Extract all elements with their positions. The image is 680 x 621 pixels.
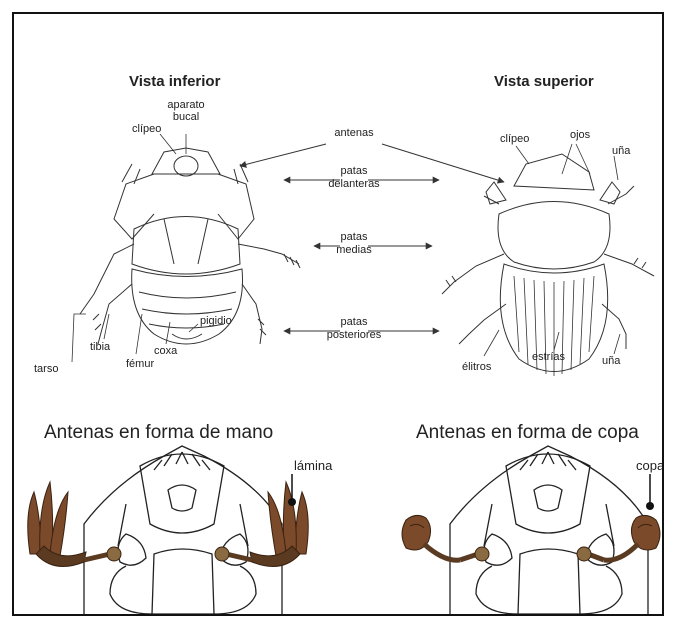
label-patas-posteriores-2: posteriores bbox=[327, 329, 382, 341]
head-mano-illustration bbox=[84, 446, 282, 614]
label-clipeo-right: clípeo bbox=[500, 133, 529, 145]
antenna-copa-left bbox=[402, 515, 489, 561]
label-una-bottom: uña bbox=[602, 355, 621, 367]
label-estrias: estrías bbox=[532, 351, 566, 363]
label-aparato-2: bucal bbox=[173, 111, 199, 123]
center-arrows bbox=[240, 144, 504, 331]
right-leader-lines bbox=[484, 144, 620, 356]
label-patas-delanteras-2: delanteras bbox=[328, 178, 380, 190]
label-patas-medias-1: patas bbox=[341, 231, 368, 243]
head-copa-illustration bbox=[450, 446, 648, 614]
diagram-frame: Vista inferior Vista superior bbox=[12, 12, 664, 616]
label-antenas: antenas bbox=[334, 127, 374, 139]
label-tibia: tibia bbox=[90, 341, 111, 353]
label-lamina: lámina bbox=[294, 458, 333, 473]
copa-pointer bbox=[646, 474, 654, 510]
antenna-mano-right bbox=[215, 482, 308, 567]
label-patas-posteriores-1: patas bbox=[341, 316, 368, 328]
dorsal-beetle-illustration bbox=[442, 154, 654, 376]
title-antenas-copa: Antenas en forma de copa bbox=[416, 422, 639, 443]
label-copa: copa bbox=[636, 458, 662, 473]
label-aparato-1: aparato bbox=[167, 99, 204, 111]
title-vista-superior: Vista superior bbox=[494, 73, 594, 90]
label-clipeo-left: clípeo bbox=[132, 123, 161, 135]
label-ojos: ojos bbox=[570, 129, 591, 141]
label-patas-delanteras-1: patas bbox=[341, 165, 368, 177]
label-femur: fémur bbox=[126, 358, 154, 370]
beetle-diagram: Vista inferior Vista superior bbox=[14, 14, 662, 614]
title-vista-inferior: Vista inferior bbox=[129, 73, 221, 90]
label-coxa: coxa bbox=[154, 345, 178, 357]
antenna-mano-left bbox=[28, 482, 121, 567]
ventral-beetle-illustration bbox=[80, 148, 300, 344]
label-tarso: tarso bbox=[34, 363, 58, 375]
label-una-top: uña bbox=[612, 145, 631, 157]
label-pigidio: pigidio bbox=[200, 315, 232, 327]
title-antenas-mano: Antenas en forma de mano bbox=[44, 422, 273, 443]
label-elitros: élitros bbox=[462, 361, 492, 373]
label-patas-medias-2: medias bbox=[336, 244, 372, 256]
